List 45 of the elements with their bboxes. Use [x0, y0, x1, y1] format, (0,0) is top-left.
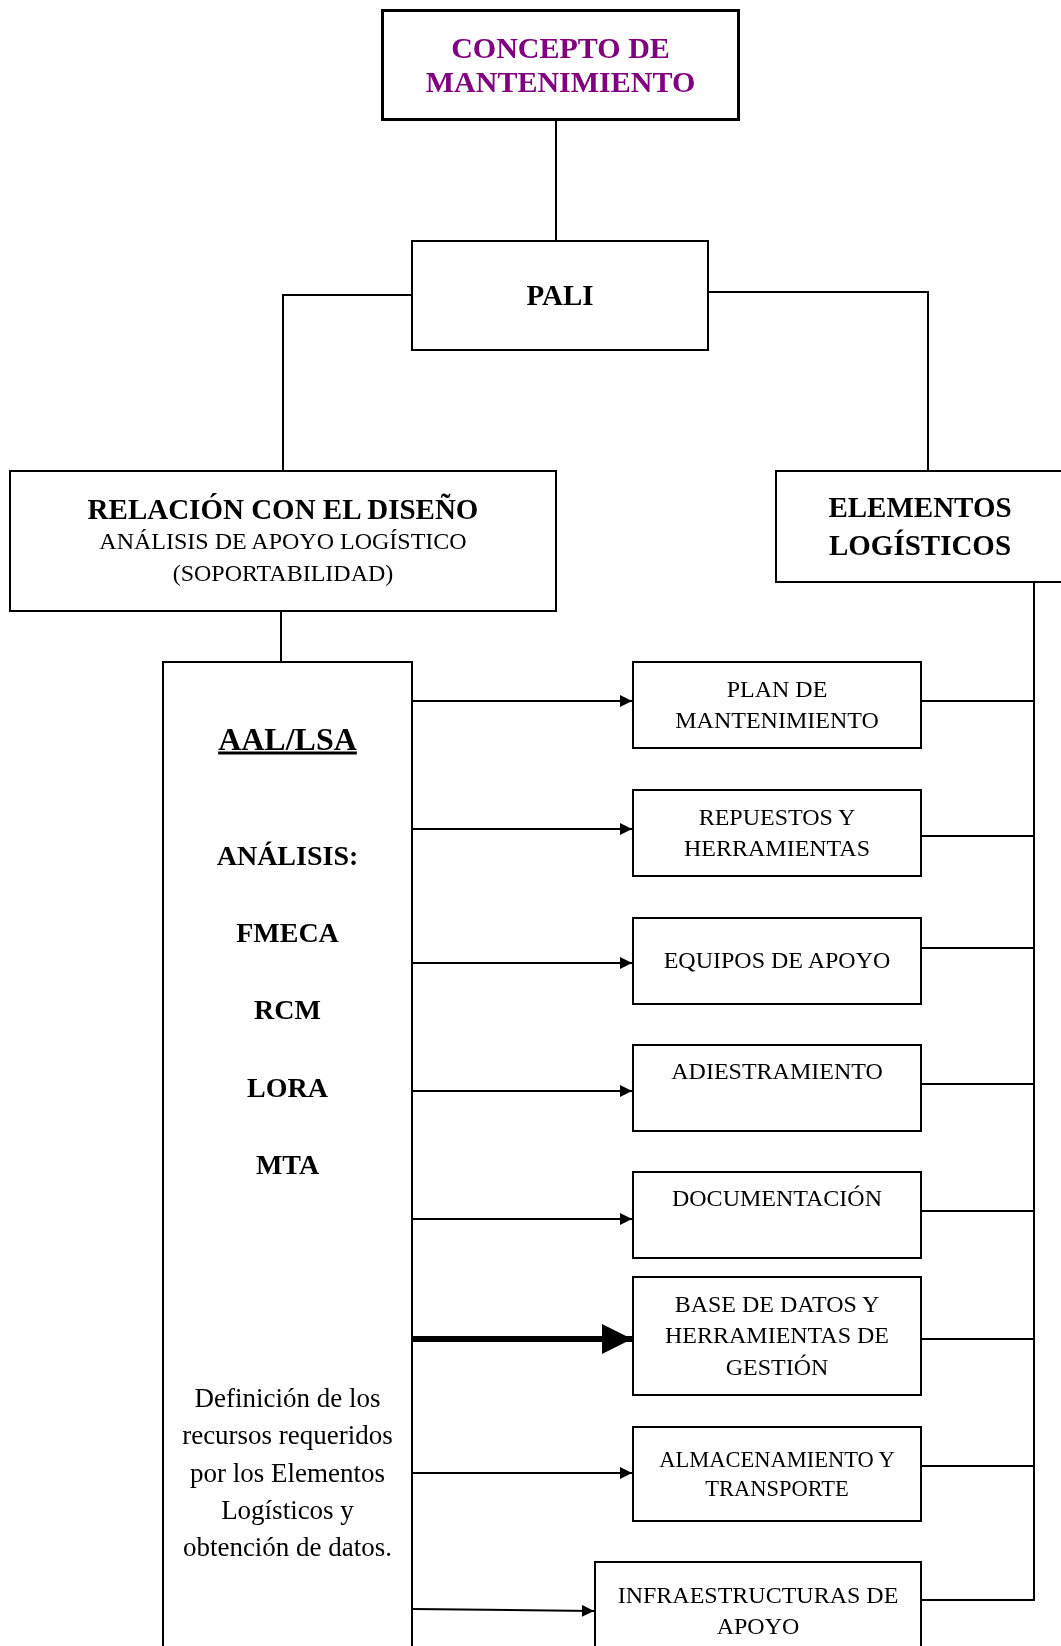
process-box: [632, 1044, 922, 1132]
arrow: [412, 1467, 633, 1479]
process-box: [9, 470, 557, 612]
connector-line: [708, 291, 929, 471]
connector-line: [555, 120, 557, 241]
box-label: DOCUMENTACIÓN: [670, 1184, 884, 1213]
process-box: [632, 661, 922, 749]
method-label: MTA: [254, 1149, 321, 1181]
process-box: [632, 789, 922, 877]
box-label: ADIESTRAMIENTO: [670, 1057, 884, 1086]
subheading: ANÁLISIS DE APOYO LOGÍSTICO (SOPORTABILIDAD): [98, 527, 468, 588]
analysis-panel: [162, 661, 413, 1646]
process-box: [632, 1426, 922, 1522]
box-label: REPUESTOS Y HERRAMIENTAS: [682, 802, 872, 863]
process-box: [381, 9, 740, 121]
box-label: EQUIPOS DE APOYO: [662, 946, 892, 976]
box-label: INFRAESTRUCTURAS DE APOYO: [616, 1580, 900, 1641]
connector-line: [282, 294, 412, 471]
box-label: ELEMENTOS LOGÍSTICOS: [827, 489, 1013, 563]
section-label: ANÁLISIS:: [215, 840, 360, 872]
box-label: ALMACENAMIENTO Y TRANSPORTE: [658, 1445, 896, 1503]
arrow: [412, 823, 633, 835]
description-text: Definición de los recursos requeridos por los Elementos Logísticos y obtención de datos.: [181, 1381, 394, 1564]
connector-line: [280, 611, 282, 662]
heading: AAL/LSA: [217, 720, 358, 758]
process-box: [632, 1171, 922, 1259]
arrow: [412, 695, 633, 707]
process-box: [775, 470, 1061, 583]
method-label: RCM: [253, 994, 322, 1026]
arrow: [412, 1085, 633, 1097]
arrow: [412, 957, 633, 969]
method-label: FMECA: [235, 917, 340, 949]
box-label: CONCEPTO DE MANTENIMIENTO: [424, 30, 697, 100]
method-label: LORA: [246, 1072, 329, 1104]
box-label: BASE DE DATOS Y HERRAMIENTAS DE GESTIÓN: [663, 1290, 891, 1382]
process-box: [594, 1561, 922, 1646]
box-label: PALI: [525, 277, 595, 313]
process-box: [411, 240, 709, 351]
process-box: [632, 1276, 922, 1396]
heading: RELACIÓN CON EL DISEÑO: [87, 493, 479, 527]
arrow: [412, 1604, 595, 1617]
process-box: [632, 917, 922, 1005]
box-label: PLAN DE MANTENIMIENTO: [674, 674, 880, 735]
arrow: [413, 1324, 632, 1354]
arrow: [412, 1213, 633, 1225]
